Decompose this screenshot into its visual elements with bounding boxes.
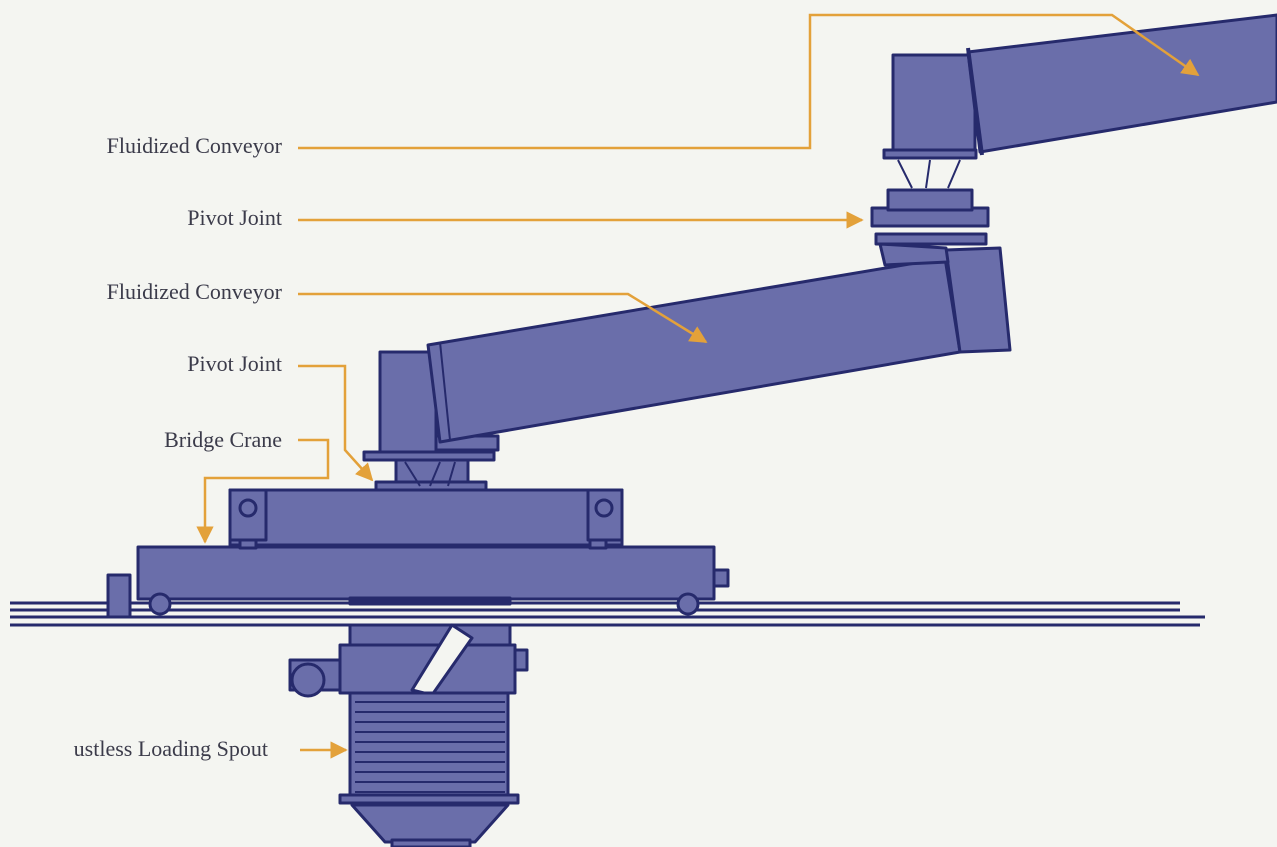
leader-fluidized-conveyor-lower — [298, 292, 708, 344]
lower-pivot-joint — [362, 450, 496, 492]
label-loading-spout: ustless Loading Spout — [73, 736, 268, 761]
label-row-fluidized-conveyor-upper: Fluidized Conveyor — [0, 134, 282, 158]
label-fluidized-conveyor-upper: Fluidized Conveyor — [106, 133, 282, 158]
upper-pivot-joint — [870, 148, 990, 246]
trolley-carriage — [228, 488, 624, 550]
label-fluidized-conveyor-lower: Fluidized Conveyor — [106, 279, 282, 304]
rail-track — [10, 601, 1205, 627]
label-row-fluidized-conveyor-lower: Fluidized Conveyor — [0, 280, 282, 304]
leader-lines — [196, 13, 1200, 759]
leader-bridge-crane — [196, 438, 330, 544]
dustless-loading-spout — [288, 623, 529, 847]
label-pivot-joint-lower: Pivot Joint — [187, 351, 282, 376]
bridge-crane — [106, 545, 730, 619]
label-row-bridge-crane: Bridge Crane — [0, 428, 282, 452]
lower-fluidized-conveyor — [378, 242, 1012, 454]
leader-pivot-joint-lower — [298, 364, 374, 482]
label-row-pivot-joint-upper: Pivot Joint — [0, 206, 282, 230]
upper-fluidized-conveyor — [891, 13, 1277, 156]
leader-fluidized-conveyor-upper — [298, 13, 1200, 150]
label-bridge-crane: Bridge Crane — [164, 427, 282, 452]
label-row-pivot-joint-lower: Pivot Joint — [0, 352, 282, 376]
label-pivot-joint-upper: Pivot Joint — [187, 205, 282, 230]
label-row-loading-spout: ustless Loading Spout — [0, 737, 268, 761]
